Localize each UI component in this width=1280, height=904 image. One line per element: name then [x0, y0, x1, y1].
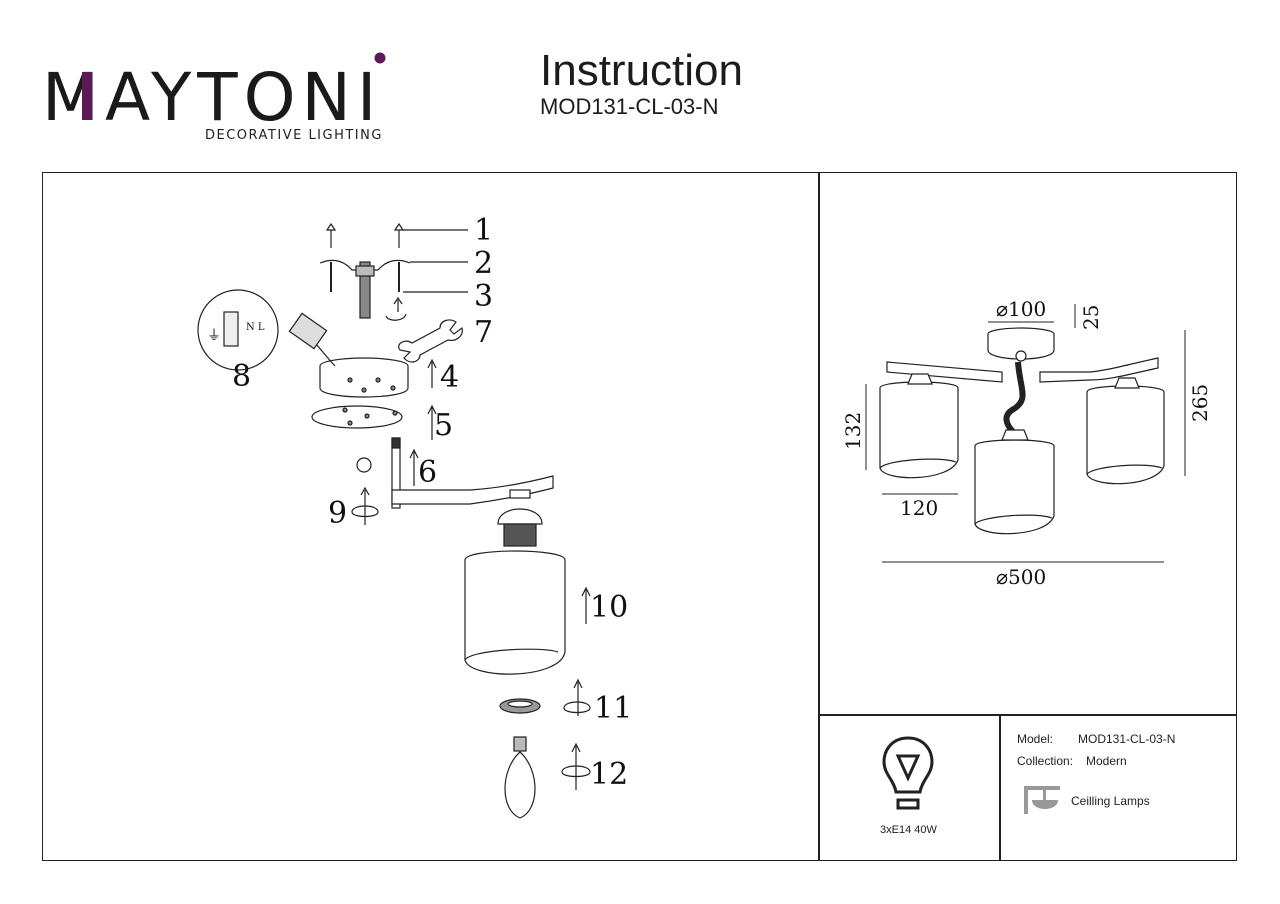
arrow-up-icon-10 — [581, 586, 591, 624]
dimension-labels: ⌀100 25 265 132 120 ⌀500 — [841, 297, 1212, 589]
model-heading: MOD131-CL-03-N — [540, 94, 719, 119]
dim-shade-right — [1086, 385, 1165, 485]
dim-overall-diameter: ⌀500 — [996, 565, 1046, 589]
arrow-up-icon-11 — [573, 678, 583, 716]
arrow-up-icon-12 — [571, 742, 581, 790]
arrow-up-icon-9 — [360, 486, 370, 525]
ceiling-lamp-icon — [1024, 786, 1060, 814]
spec-divider — [818, 714, 1237, 716]
brand-wordmark: MAYTONI — [42, 52, 386, 130]
dim-shade-left — [879, 381, 959, 479]
light-bulb-icon — [882, 736, 934, 810]
brand-logo: MAYTONI DECORATIVE LIGHTING — [42, 50, 392, 150]
page-title: Instruction — [540, 46, 743, 95]
rotate-icon — [385, 313, 407, 321]
wall-anchor-right — [393, 222, 405, 248]
callout-7: 7 — [474, 315, 493, 350]
rotate-icon-12 — [561, 765, 591, 778]
bulb-base — [513, 736, 527, 752]
stud-nut — [355, 265, 375, 277]
brand-accent-bar — [82, 72, 92, 120]
arrow-up-icon-4 — [427, 358, 437, 388]
lamp-type: Ceilling Lamps — [1071, 794, 1150, 808]
content-frame — [42, 172, 1237, 861]
callout-4: 4 — [440, 360, 459, 395]
callout-12: 12 — [590, 757, 628, 792]
wall-anchor-left — [325, 222, 337, 248]
svg-text:⏚: ⏚ — [207, 328, 221, 344]
panel-divider — [818, 172, 820, 861]
socket-cup — [497, 508, 543, 525]
rotate-icon-11 — [563, 701, 591, 714]
bulb-spec: 3xE14 40W — [880, 824, 937, 836]
collection-value: Modern — [1086, 754, 1127, 768]
svg-text:N L: N L — [246, 322, 265, 333]
callout-labels: 1 2 3 4 5 6 7 8 9 10 11 12 — [232, 213, 632, 792]
callout-1: 1 — [474, 213, 493, 248]
decorative-cap — [356, 457, 372, 473]
callout-2: 2 — [474, 246, 493, 281]
dimension-drawing: ⌀100 25 265 132 120 ⌀500 — [841, 297, 1212, 589]
dim-arm-center — [1003, 361, 1026, 439]
brand-accent-dot — [374, 52, 386, 64]
candle-bulb — [504, 751, 536, 819]
arrow-up-icon-5 — [427, 404, 437, 440]
dim-top-height: 25 — [1079, 305, 1103, 330]
dim-overall-height: 265 — [1188, 384, 1212, 422]
collection-label: Collection: — [1017, 754, 1074, 768]
dim-arm-right — [1039, 357, 1159, 383]
callout-3: 3 — [474, 279, 493, 314]
arrow-up-icon — [393, 296, 403, 312]
assembly-diagram: ⏚ N L 1 2 3 4 5 — [197, 213, 632, 819]
canopy-body — [319, 366, 409, 398]
glass-shade — [464, 550, 566, 675]
callout-11: 11 — [594, 691, 632, 726]
model-value: MOD131-CL-03-N — [1078, 732, 1176, 746]
spec-column-divider — [999, 714, 1001, 861]
dim-shade-height: 132 — [841, 412, 865, 450]
wrench-icon — [398, 319, 463, 363]
dim-top-diameter: ⌀100 — [996, 297, 1046, 321]
dim-arm-left — [886, 361, 1003, 383]
dim-shade-center — [974, 439, 1055, 535]
callout-10: 10 — [590, 590, 628, 625]
socket-thread — [503, 523, 537, 547]
brand-name: MAYTONI — [42, 59, 382, 130]
callout-9: 9 — [328, 496, 347, 531]
threaded-stud — [359, 261, 371, 319]
mounting-plate — [311, 405, 403, 429]
callout-8: 8 — [232, 359, 251, 394]
rotate-icon-9 — [351, 505, 379, 518]
dim-shade-width: 120 — [900, 496, 938, 520]
model-label: Model: — [1017, 732, 1054, 746]
brand-tagline: DECORATIVE LIGHTING — [205, 128, 383, 143]
arrow-up-icon-6 — [409, 448, 419, 486]
callout-6: 6 — [418, 455, 437, 490]
callout-5: 5 — [434, 408, 453, 443]
terminal-block — [288, 312, 328, 350]
